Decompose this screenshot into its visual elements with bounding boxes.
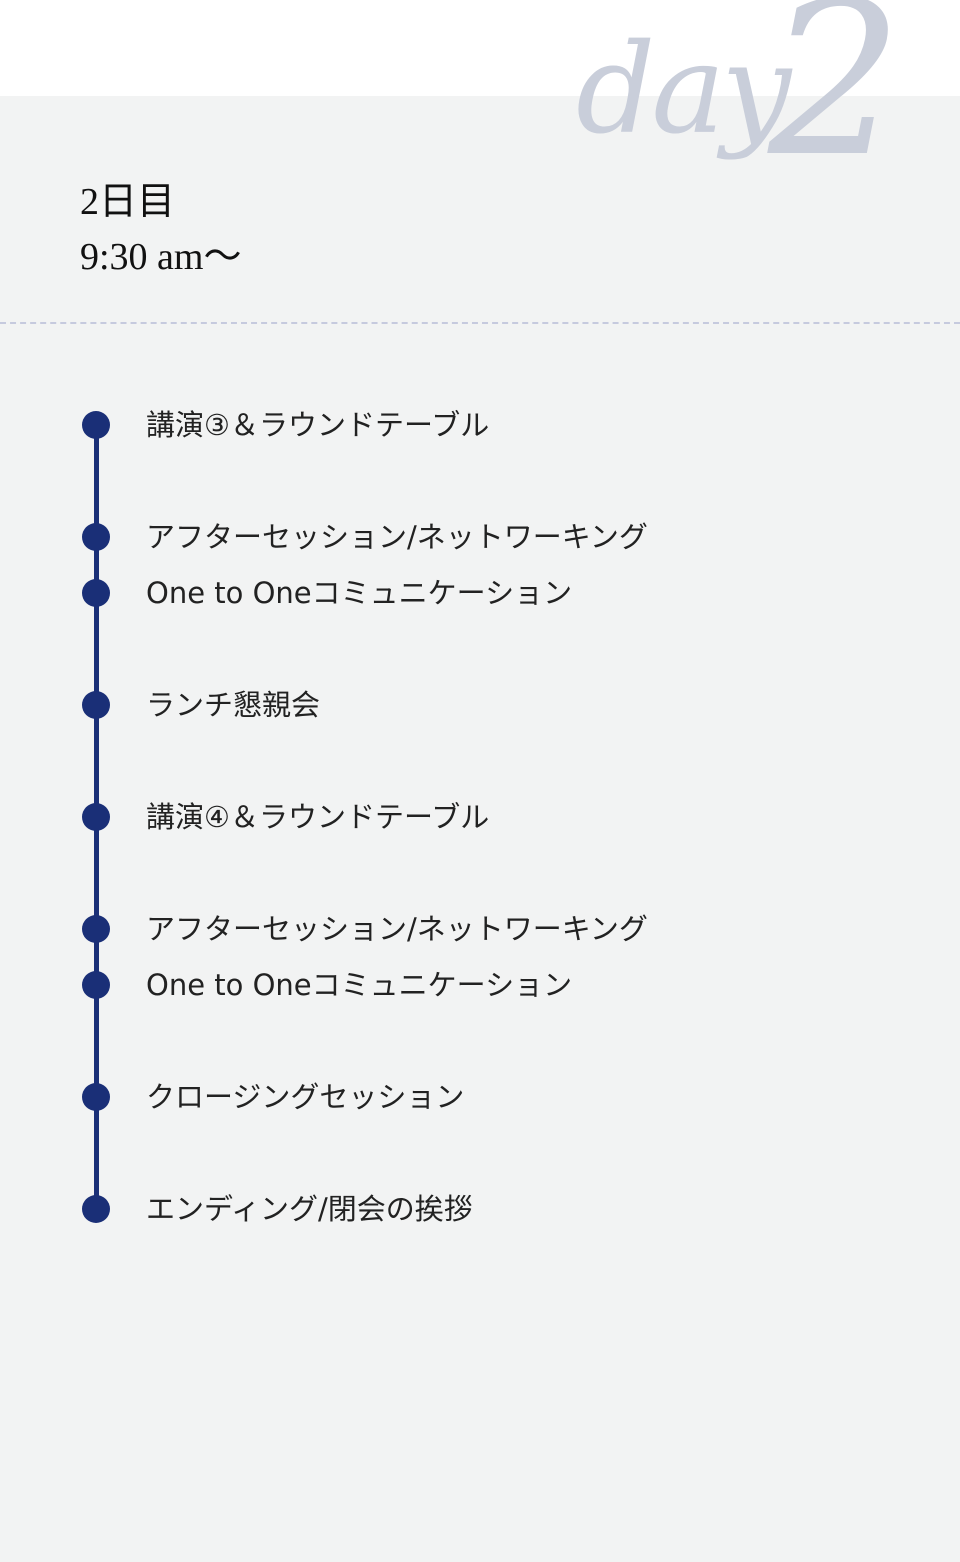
schedule-panel <box>0 96 960 1562</box>
timeline-dot-icon <box>82 1195 110 1223</box>
timeline-dot-icon <box>82 915 110 943</box>
timeline-item-label: アフターセッション/ネットワーキング <box>146 912 648 946</box>
timeline-item: アフターセッション/ネットワーキング <box>82 912 902 946</box>
timeline-item-label: One to Oneコミュニケーション <box>146 576 573 610</box>
timeline-item-label: 講演③＆ラウンドテーブル <box>146 408 490 442</box>
timeline-item: One to Oneコミュニケーション <box>82 968 902 1002</box>
day-watermark-number: 2 <box>768 0 903 203</box>
timeline-item-label: One to Oneコミュニケーション <box>146 968 573 1002</box>
timeline-item: エンディング/閉会の挨拶 <box>82 1192 902 1226</box>
timeline-dot-icon <box>82 803 110 831</box>
timeline-item: アフターセッション/ネットワーキング <box>82 520 902 554</box>
top-strip <box>0 0 960 96</box>
timeline-dot-icon <box>82 1083 110 1111</box>
timeline-dot-icon <box>82 523 110 551</box>
timeline-item: 講演④＆ラウンドテーブル <box>82 800 902 834</box>
timeline-item-label: アフターセッション/ネットワーキング <box>146 520 648 554</box>
timeline-item-label: エンディング/閉会の挨拶 <box>146 1192 473 1226</box>
day-watermark-word: day <box>576 18 791 162</box>
timeline-dot-icon <box>82 971 110 999</box>
timeline-item: 講演③＆ラウンドテーブル <box>82 408 902 442</box>
start-time: 9:30 am〜 <box>80 236 242 278</box>
timeline-item: クロージングセッション <box>82 1080 902 1114</box>
day-label: 2日目 <box>80 181 176 223</box>
timeline-item: ランチ懇親会 <box>82 688 902 722</box>
timeline-dot-icon <box>82 691 110 719</box>
timeline-item-label: ランチ懇親会 <box>146 688 321 722</box>
timeline-item: One to Oneコミュニケーション <box>82 576 902 610</box>
timeline-dot-icon <box>82 579 110 607</box>
timeline-dot-icon <box>82 411 110 439</box>
timeline-item-label: クロージングセッション <box>146 1080 465 1114</box>
dashed-divider <box>0 322 960 324</box>
timeline-item-label: 講演④＆ラウンドテーブル <box>146 800 490 834</box>
